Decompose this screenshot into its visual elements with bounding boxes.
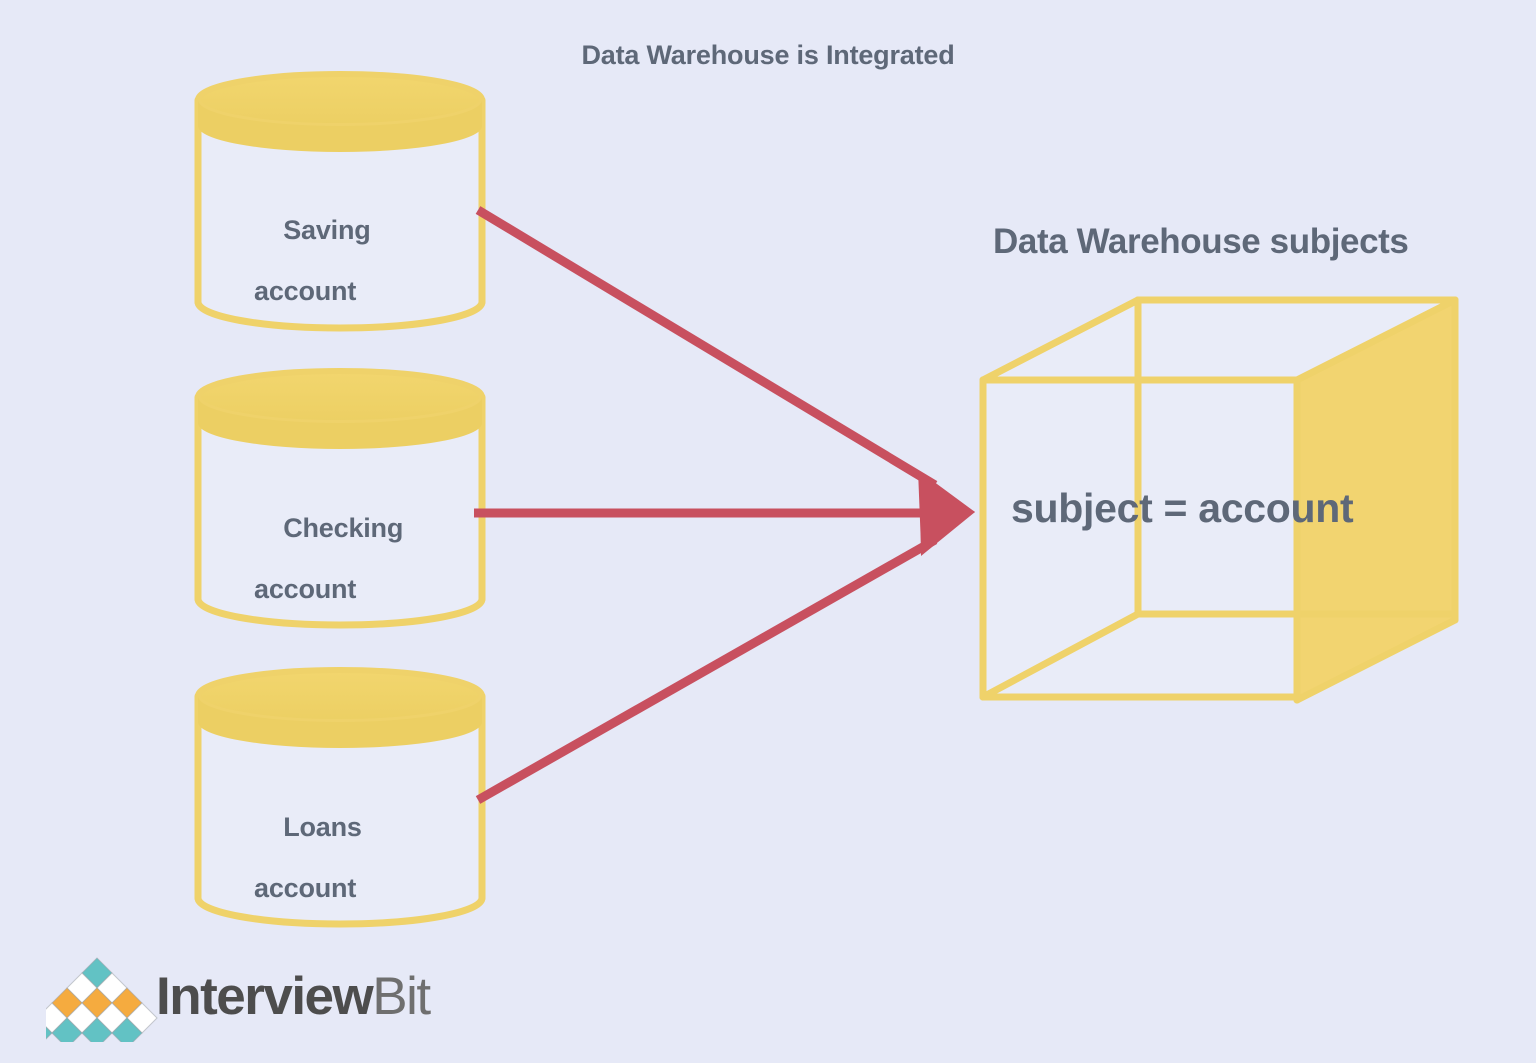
cylinder-label-line2: account	[254, 872, 357, 903]
cylinder-checking-account	[194, 368, 486, 629]
arrow-loans-to-warehouse	[475, 478, 975, 804]
cube-subject-label: subject = account	[1011, 485, 1354, 531]
cylinder-label-line1: Loans	[283, 812, 362, 843]
cylinder-label-line1: Saving	[283, 215, 371, 246]
cylinder-label-loans-account: Loans account	[254, 782, 362, 963]
interviewbit-logo: InterviewBit	[46, 952, 446, 1042]
cylinder-label-checking-account: Checking account	[254, 483, 403, 664]
cylinder-label-line1: Checking	[283, 513, 404, 544]
cylinder-loans-account	[194, 667, 486, 928]
cylinder-saving-account	[194, 71, 486, 332]
cylinder-label-line2: account	[254, 573, 357, 604]
arrow-saving-to-warehouse	[475, 206, 975, 546]
cylinder-label-saving-account: Saving account	[254, 185, 371, 366]
cylinder-label-line2: account	[254, 275, 357, 306]
arrow-checking-to-warehouse	[474, 480, 975, 545]
page-title: Data Warehouse is Integrated	[581, 40, 955, 70]
interviewbit-wordmark: InterviewBit	[156, 966, 431, 1027]
interviewbit-logo-mark	[46, 957, 158, 1042]
warehouse-subjects-heading: Data Warehouse subjects	[993, 222, 1409, 261]
logo-word-bit: Bit	[372, 967, 431, 1026]
logo-word-interview: Interview	[156, 967, 374, 1026]
cube-data-warehouse	[979, 296, 1459, 704]
